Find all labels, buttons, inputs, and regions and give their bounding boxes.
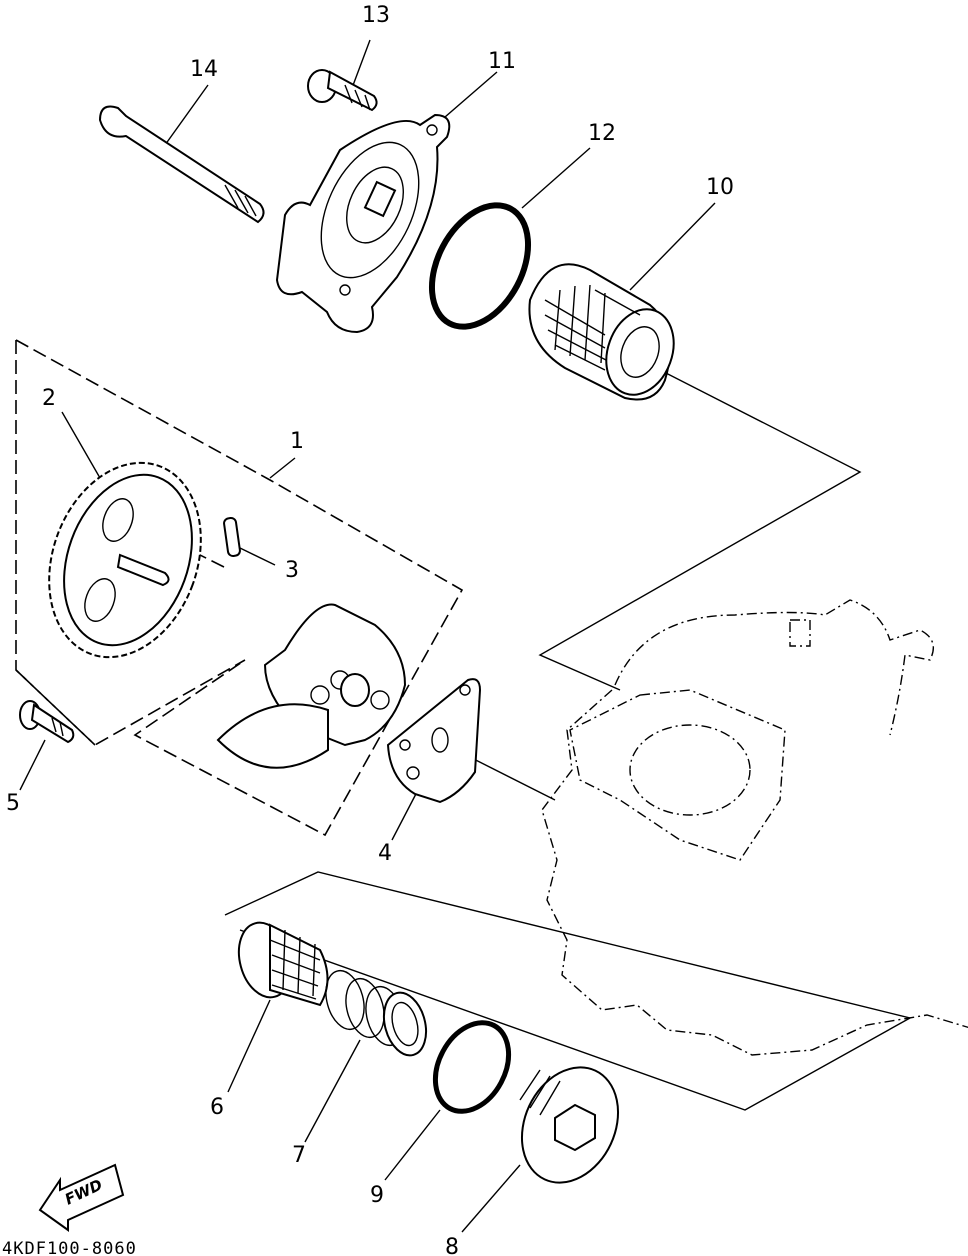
callout-5: 5	[6, 791, 20, 816]
callout-12: 12	[588, 121, 616, 146]
callout-11: 11	[488, 49, 516, 74]
small-o-ring-part	[432, 1020, 512, 1114]
drain-plug-part	[519, 1066, 620, 1184]
pump-gasket-part	[386, 678, 482, 804]
pan-head-screw-part	[19, 700, 75, 744]
drawing-code: 4KDF100-8060	[2, 1239, 137, 1256]
dowel-pin-part	[223, 516, 241, 558]
short-bolt-part	[307, 69, 378, 112]
callout-2: 2	[42, 386, 56, 411]
callout-9: 9	[370, 1183, 384, 1208]
callout-6: 6	[210, 1095, 224, 1120]
callout-8: 8	[445, 1235, 459, 1256]
filter-cover-part	[275, 113, 451, 334]
callout-labels: 13 14 11 12 10 1 2 3 5 4 6 7 9 8	[6, 3, 734, 1256]
callout-7: 7	[292, 1143, 306, 1168]
callout-3: 3	[285, 558, 299, 583]
long-bolt-part	[98, 105, 265, 224]
callout-14: 14	[190, 57, 218, 82]
pump-drive-gear-part	[48, 461, 202, 659]
crankcase-outline	[541, 599, 968, 1056]
callout-13: 13	[362, 3, 390, 28]
oil-strainer-part	[237, 921, 329, 1007]
forward-direction-arrow: FWD	[38, 1163, 125, 1232]
large-o-ring-part	[428, 202, 532, 330]
oil-pump-body-part	[216, 603, 407, 769]
leader-lines	[19, 39, 716, 1233]
compression-spring-part	[325, 969, 428, 1057]
callout-10: 10	[706, 175, 734, 200]
callout-1: 1	[290, 429, 304, 454]
oil-filter-element-part	[528, 263, 675, 401]
callout-4: 4	[378, 841, 392, 866]
